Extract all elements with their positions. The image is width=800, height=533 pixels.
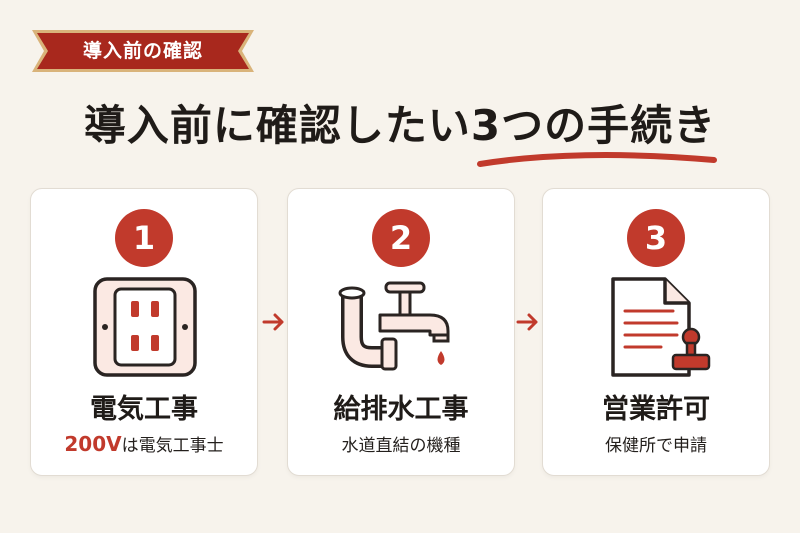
- title-underline: [477, 152, 717, 167]
- faucet-icon: [338, 281, 450, 371]
- step-card-permit: 3 営業許可 保健所で申請: [542, 188, 770, 476]
- step-card-electrical: 1 電気工事 200Vは電気工事士: [30, 188, 258, 476]
- ribbon-label: 導入前の確認: [82, 40, 203, 62]
- step-subtitle-highlight: 200V: [64, 432, 122, 456]
- arrow-right-icon: [262, 313, 284, 331]
- step-title: 電気工事: [90, 394, 198, 425]
- step-title: 給排水工事: [333, 394, 469, 425]
- step-subtitle: 200Vは電気工事士: [31, 431, 257, 456]
- step-number-badge: 1: [115, 209, 173, 267]
- arrow-right-icon: [516, 313, 538, 331]
- power-outlet-icon: [93, 277, 197, 377]
- step-subtitle-text: 保健所で申請: [605, 436, 707, 456]
- page-title: 導入前に確認したい3つの手続き: [0, 92, 800, 153]
- section-ribbon: 導入前の確認: [28, 30, 258, 72]
- step-number-badge: 2: [372, 209, 430, 267]
- step-subtitle-text: は電気工事士: [121, 436, 224, 456]
- permit-document-icon: [611, 277, 711, 377]
- page-title-accent: 3つの手続き: [470, 101, 717, 150]
- step-subtitle: 水道直結の機種: [288, 431, 514, 456]
- page-title-lead: 導入前に確認したい: [83, 101, 471, 150]
- step-title: 営業許可: [602, 394, 710, 425]
- step-subtitle-text: 水道直結の機種: [341, 436, 461, 456]
- step-subtitle: 保健所で申請: [543, 431, 769, 456]
- ribbon-shape: [32, 30, 254, 72]
- step-number-badge: 3: [627, 209, 685, 267]
- step-card-plumbing: 2 給排水工事 水道直結の機種: [287, 188, 515, 476]
